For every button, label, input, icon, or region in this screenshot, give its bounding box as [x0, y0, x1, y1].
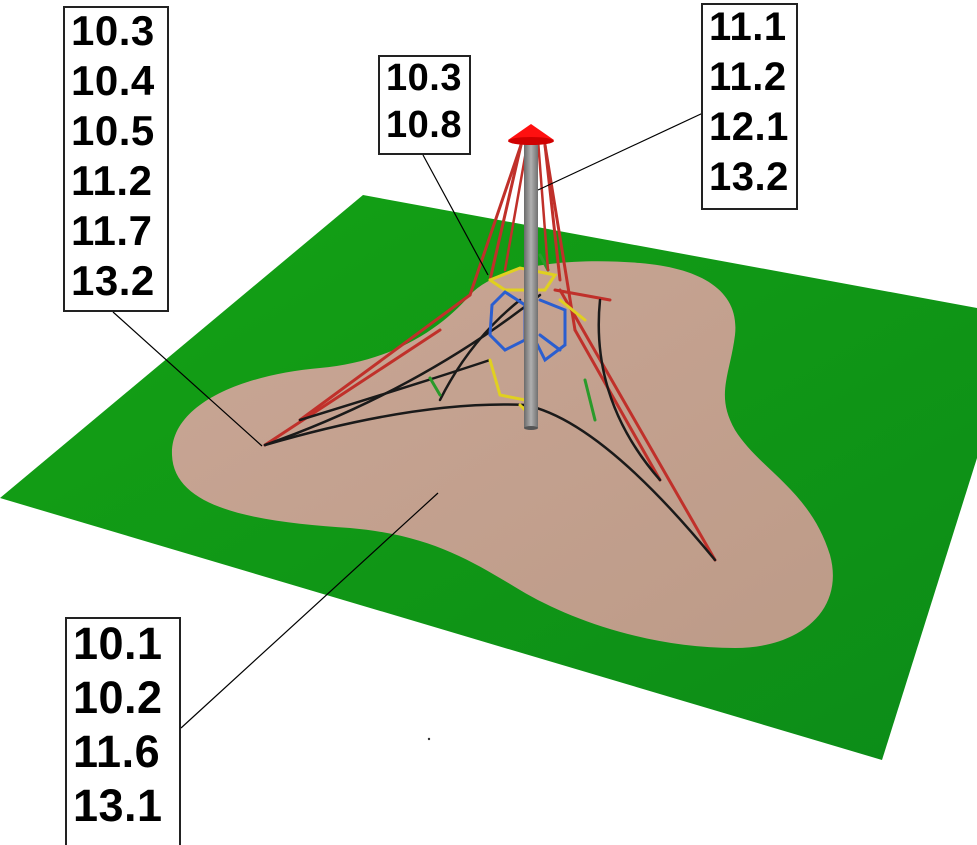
- label-left-3: 10.5: [71, 107, 155, 154]
- label-right-2: 11.2: [709, 55, 787, 99]
- label-box-left: 10.3 10.4 10.5 11.2 11.7 13.2: [63, 6, 169, 312]
- label-bottom-4: 13.1: [73, 780, 163, 831]
- label-right-3: 12.1: [709, 105, 789, 149]
- sand-area: [171, 261, 833, 648]
- label-right-4: 13.2: [709, 155, 789, 199]
- pole-base: [524, 426, 538, 430]
- center-pole: [524, 140, 538, 428]
- label-left-6: 13.2: [71, 257, 155, 304]
- label-top-2: 10.8: [386, 104, 462, 146]
- label-bottom-3: 11.6: [73, 726, 161, 777]
- label-top-1: 10.3: [386, 57, 462, 99]
- label-box-right: 11.1 11.2 12.1 13.2: [701, 3, 798, 210]
- label-left-2: 10.4: [71, 57, 155, 104]
- label-box-top: 10.3 10.8: [378, 55, 471, 155]
- label-bottom-1: 10.1: [73, 618, 163, 669]
- stray-dot: [427, 737, 431, 741]
- label-left-4: 11.2: [71, 157, 153, 204]
- label-left-5: 11.7: [71, 207, 153, 254]
- label-left-1: 10.3: [71, 7, 155, 54]
- label-box-bottom: 10.1 10.2 11.6 13.1: [65, 617, 181, 845]
- label-bottom-2: 10.2: [73, 672, 163, 723]
- label-right-1: 11.1: [709, 5, 787, 49]
- leader-lines: [112, 112, 704, 729]
